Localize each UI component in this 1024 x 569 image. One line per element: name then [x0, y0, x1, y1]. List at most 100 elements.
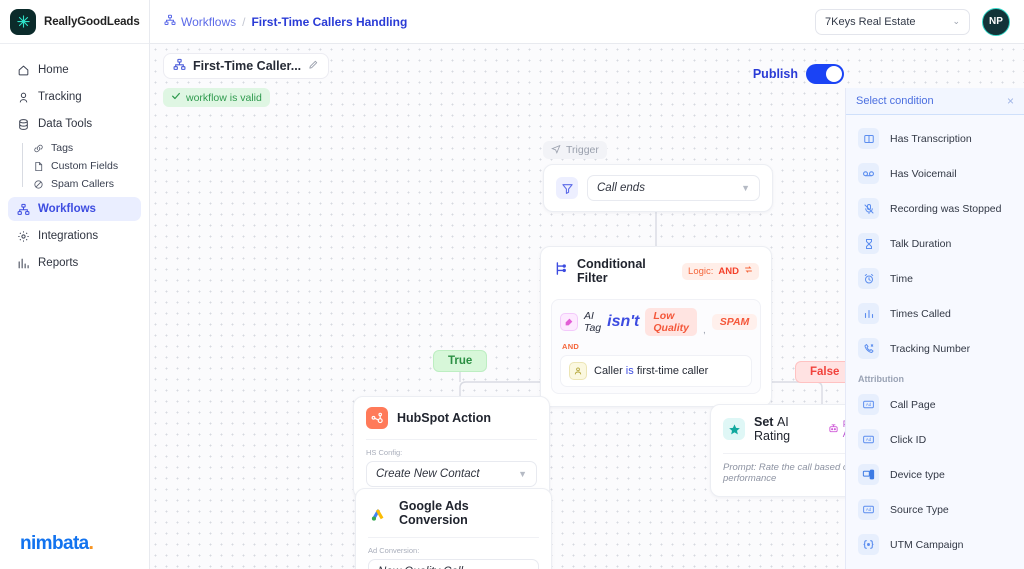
sidebar-item-label: Integrations [38, 230, 99, 242]
condition-group: AI Tag isn't Low Quality , SPAM AND Call… [551, 299, 761, 394]
hubspot-config-value: Create New Contact [376, 468, 480, 480]
trigger-event-select[interactable]: Call ends ▼ [587, 175, 760, 201]
node-hubspot-action[interactable]: HubSpot Action HS Config: Create New Con… [353, 396, 550, 499]
chevron-down-icon: ▼ [741, 183, 750, 193]
spark-icon [10, 8, 36, 35]
voicemail-icon [858, 163, 879, 184]
ad-icon: Ad [858, 499, 879, 520]
avatar-initials: NP [989, 16, 1003, 27]
microphone-off-icon [858, 198, 879, 219]
sidebar-subitem-label: Spam Callers [51, 178, 115, 190]
logic-prefix: Logic: [688, 265, 714, 277]
svg-text:Ad: Ad [866, 402, 872, 407]
avatar[interactable]: NP [982, 7, 1010, 36]
node-filter-head: Conditional Filter Logic: AND [541, 247, 771, 295]
publish-toggle[interactable] [806, 64, 844, 84]
condition-option-utm-campaign[interactable]: UTM Campaign [846, 527, 1024, 562]
condition-option-recording-stopped[interactable]: Recording was Stopped [846, 191, 1024, 226]
workflow-canvas[interactable]: First-Time Caller... workflow is valid P… [150, 44, 1024, 569]
condition-option-source-type[interactable]: Ad Source Type [846, 492, 1024, 527]
airating-prompt: Prompt: Rate the call based on agent's p… [723, 462, 887, 484]
select-condition-panel: Select condition × Has Transcription [845, 88, 1024, 569]
condition-option-click-id[interactable]: Ad Click ID [846, 422, 1024, 457]
condition-tag[interactable]: SPAM [711, 314, 758, 330]
condition-option-talk-duration[interactable]: Talk Duration [846, 226, 1024, 261]
condition-row-caller[interactable]: Caller is first-time caller [560, 355, 752, 387]
condition-group-attribution: Attribution [858, 374, 904, 384]
node-trigger[interactable]: Call ends ▼ [543, 164, 773, 212]
chevron-down-icon: ▼ [518, 469, 527, 479]
condition-list: Has Transcription Has Voicemail Recordin… [846, 115, 1024, 569]
publish-control: Publish [753, 64, 844, 84]
node-trigger-head: Call ends ▼ [544, 165, 772, 211]
node-gads-head: Google Ads Conversion [356, 489, 551, 537]
sidebar-item-data-tools[interactable]: Data Tools [8, 112, 141, 136]
bar-chart-icon [858, 303, 879, 324]
node-google-ads-conversion[interactable]: Google Ads Conversion Ad Conversion: New… [355, 488, 552, 569]
sidebar-item-tracking[interactable]: Tracking [8, 85, 141, 109]
node-conditional-filter[interactable]: Conditional Filter Logic: AND [540, 246, 772, 407]
condition-option-label: Source Type [890, 503, 949, 516]
topbar-right: 7Keys Real Estate ⌄ NP [815, 7, 1010, 36]
status-badge-label: workflow is valid [186, 91, 262, 104]
account-selector[interactable]: 7Keys Real Estate ⌄ [815, 8, 970, 35]
brand-switcher[interactable]: ReallyGoodLeads ▼ [0, 0, 159, 44]
condition-option-has-transcription[interactable]: Has Transcription [846, 121, 1024, 156]
node-hubspot-head: HubSpot Action [354, 397, 549, 439]
condition-option-has-voicemail[interactable]: Has Voicemail [846, 156, 1024, 191]
hubspot-config-select[interactable]: Create New Contact ▼ [366, 461, 537, 487]
branch-icon [553, 261, 568, 281]
breadcrumb-current: First-Time Callers Handling [251, 14, 408, 29]
sidebar-item-custom-fields[interactable]: Custom Fields [26, 157, 141, 175]
condition-option-label: Has Transcription [890, 132, 972, 145]
condition-option-label: Tracking Number [890, 342, 971, 355]
condition-option-label: Talk Duration [890, 237, 952, 250]
sidebar-item-spam-callers[interactable]: Spam Callers [26, 175, 141, 193]
sidebar-item-label: Data Tools [38, 118, 93, 130]
divider [368, 537, 539, 538]
nimbata-logo-text: nimbata [20, 533, 89, 554]
condition-option-times-called[interactable]: Times Called [846, 296, 1024, 331]
database-icon [16, 117, 30, 131]
robot-icon [828, 423, 839, 436]
condition-option-label: UTM Campaign [890, 538, 964, 551]
gear-icon [16, 229, 30, 243]
condition-option-device-type[interactable]: Device type [846, 457, 1024, 492]
status-badge-valid: workflow is valid [163, 88, 270, 107]
branch-label-true: True [433, 350, 488, 372]
pencil-icon[interactable] [308, 59, 319, 73]
sidebar-item-home[interactable]: Home [8, 58, 141, 82]
ad-icon: Ad [858, 394, 879, 415]
condition-row-ai-tag[interactable]: AI Tag isn't Low Quality , SPAM [560, 308, 758, 336]
condition-caller-text: Caller is first-time caller [594, 365, 708, 377]
nimbata-logo: nimbata. [20, 533, 94, 555]
sidebar-nav: Home Tracking Data Tools Tags [0, 44, 149, 275]
workflow-icon [16, 202, 30, 216]
select-condition-header: Select condition × [846, 88, 1024, 115]
condition-option-call-page[interactable]: Ad Call Page [846, 387, 1024, 422]
workflow-title-chip[interactable]: First-Time Caller... [163, 53, 330, 79]
person-icon [569, 362, 587, 380]
sidebar-item-tags[interactable]: Tags [26, 139, 141, 157]
filter-funnel-icon [556, 177, 578, 199]
sidebar-item-workflows[interactable]: Workflows [8, 197, 141, 221]
condition-option-label: Call Page [890, 398, 936, 411]
condition-option-time[interactable]: Time [846, 261, 1024, 296]
condition-option-tracking-number[interactable]: Tracking Number [846, 331, 1024, 366]
condition-option-utm-medium[interactable]: UTM Medium [846, 562, 1024, 569]
logic-badge[interactable]: Logic: AND [682, 262, 759, 280]
sidebar-subitem-label: Custom Fields [51, 160, 119, 172]
sidebar-item-reports[interactable]: Reports [8, 251, 141, 275]
gads-conversion-select[interactable]: New Quality Call ▼ [368, 559, 539, 569]
condition-tag[interactable]: Low Quality [645, 308, 697, 336]
close-icon[interactable]: × [1006, 94, 1014, 108]
alarm-clock-icon [858, 268, 879, 289]
condition-option-label: Time [890, 272, 913, 285]
condition-option-label: Device type [890, 468, 945, 481]
topbar: Workflows / First-Time Callers Handling … [150, 0, 1024, 44]
breadcrumb-workflows[interactable]: Workflows [164, 14, 236, 29]
sidebar-item-integrations[interactable]: Integrations [8, 224, 141, 248]
breadcrumb: Workflows / First-Time Callers Handling [164, 14, 407, 29]
select-condition-title: Select condition [856, 95, 934, 107]
